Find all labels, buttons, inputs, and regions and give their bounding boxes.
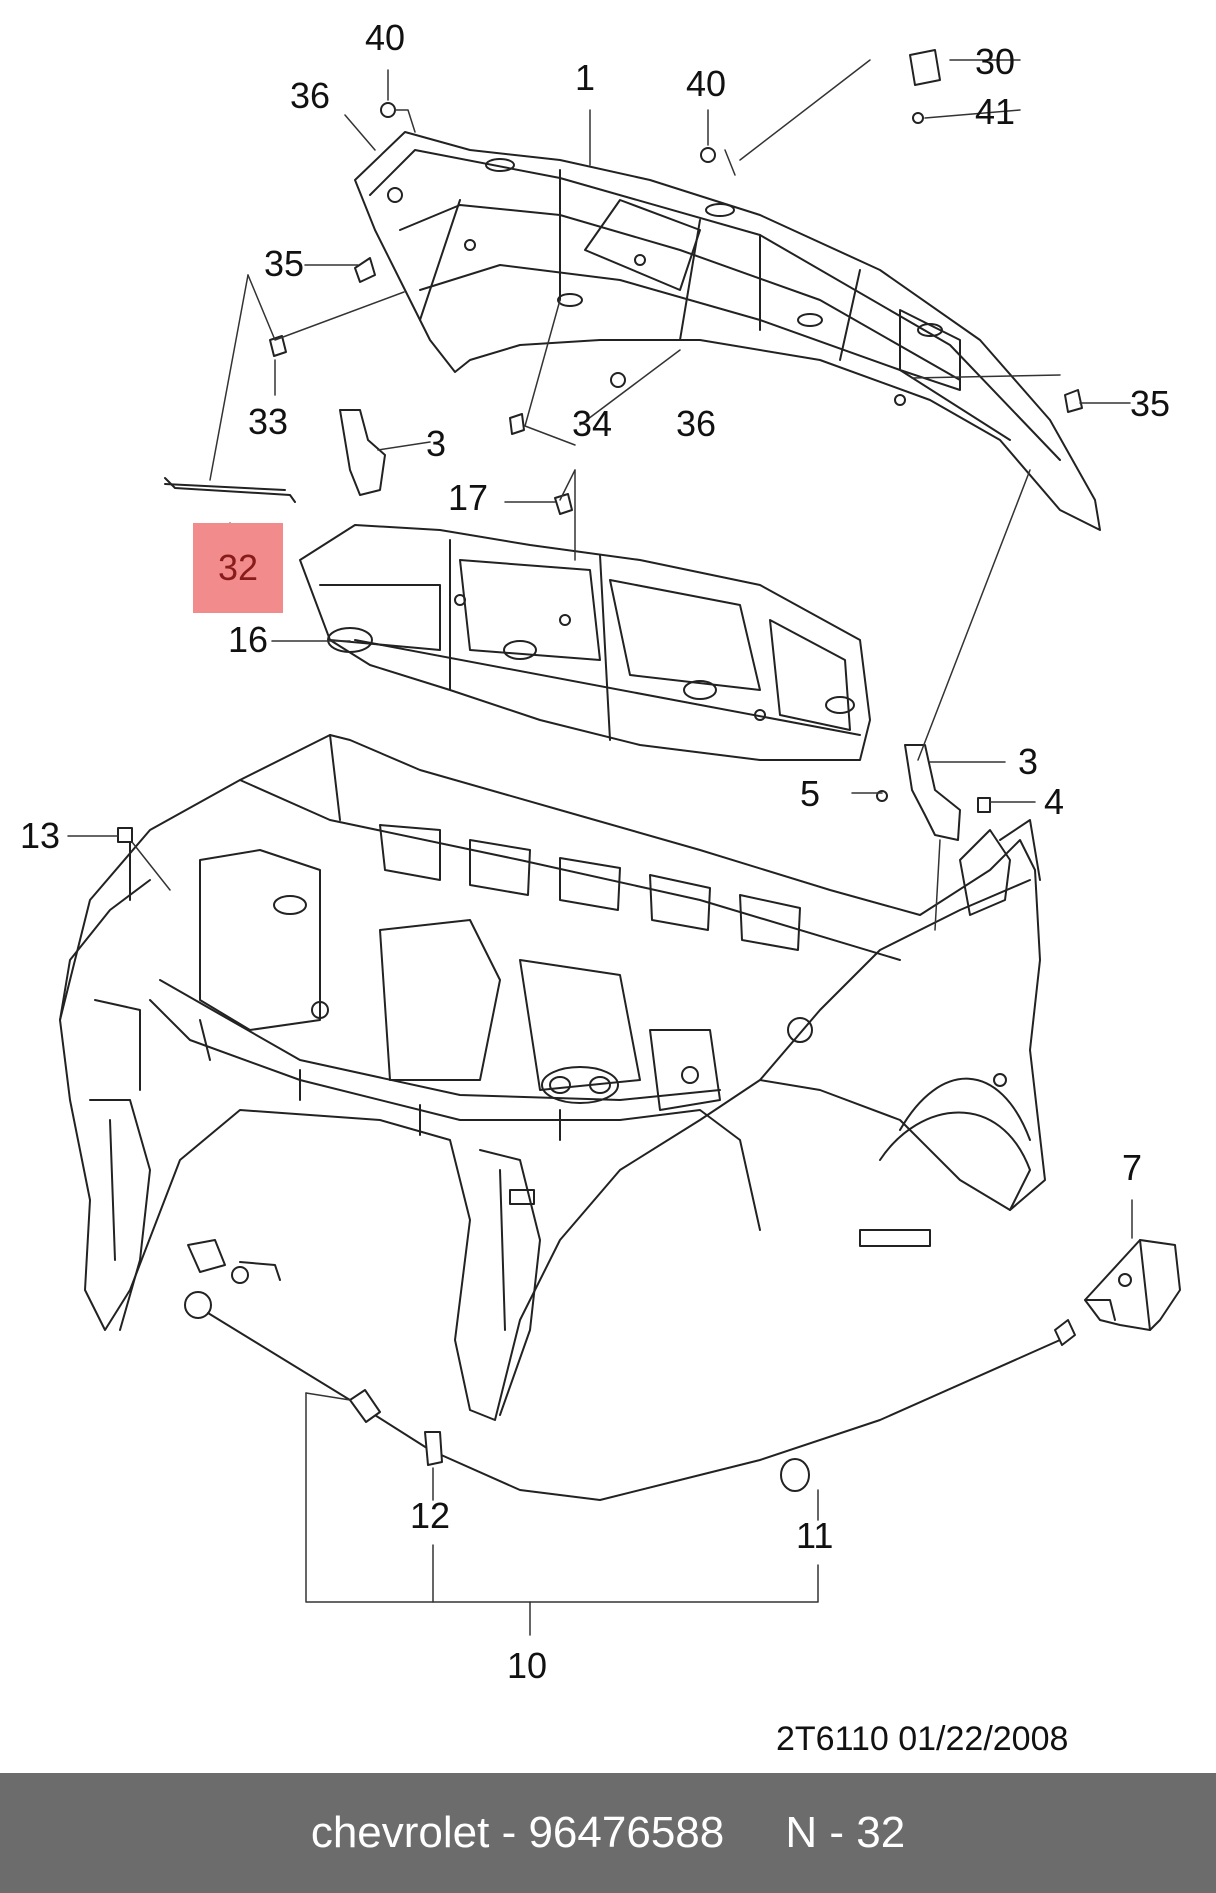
hood-latch xyxy=(1084,1239,1181,1331)
hood-prop-rod xyxy=(164,477,296,503)
callout-16: 16 xyxy=(228,619,269,660)
diagram-reference-code: 2T6110 01/22/2008 xyxy=(776,1720,1069,1758)
footer-part-caption: chevrolet - 96476588 N - 32 xyxy=(310,1808,906,1857)
callout-12: 12 xyxy=(410,1495,451,1536)
hood-hinges xyxy=(339,409,961,841)
hood-panel xyxy=(354,131,1101,531)
callout-10: 10 xyxy=(507,1645,548,1686)
front-body-structure xyxy=(59,734,1046,1421)
callout-36-right: 36 xyxy=(676,403,717,444)
callout-35-left: 35 xyxy=(264,243,305,284)
callout-3-upper: 3 xyxy=(426,423,447,464)
leader-lines xyxy=(67,59,1133,1636)
callout-3-lower: 3 xyxy=(1018,741,1039,782)
callout-13: 13 xyxy=(20,815,61,856)
callout-40-left: 40 xyxy=(365,17,406,58)
callout-35-right: 35 xyxy=(1130,383,1171,424)
hood-insulator xyxy=(299,524,871,761)
release-cable xyxy=(184,1239,1076,1501)
callout-30: 30 xyxy=(975,41,1016,82)
callout-36-left: 36 xyxy=(290,75,331,116)
part-highlight-box xyxy=(193,523,283,613)
footer-bar: chevrolet - 96476588 N - 32 xyxy=(0,1773,1216,1893)
exploded-view-drawing xyxy=(59,49,1181,1636)
callout-33: 33 xyxy=(248,401,289,442)
fasteners xyxy=(117,49,1083,843)
callout-5: 5 xyxy=(800,773,821,814)
callout-32-highlighted: 32 xyxy=(217,547,259,588)
callout-1: 1 xyxy=(575,57,596,98)
callout-7: 7 xyxy=(1122,1147,1143,1188)
callout-17: 17 xyxy=(448,477,489,518)
callout-11: 11 xyxy=(796,1515,834,1556)
callout-41: 41 xyxy=(975,91,1016,132)
callout-40-right: 40 xyxy=(686,63,727,104)
callout-34: 34 xyxy=(572,403,613,444)
callout-4: 4 xyxy=(1044,781,1065,822)
